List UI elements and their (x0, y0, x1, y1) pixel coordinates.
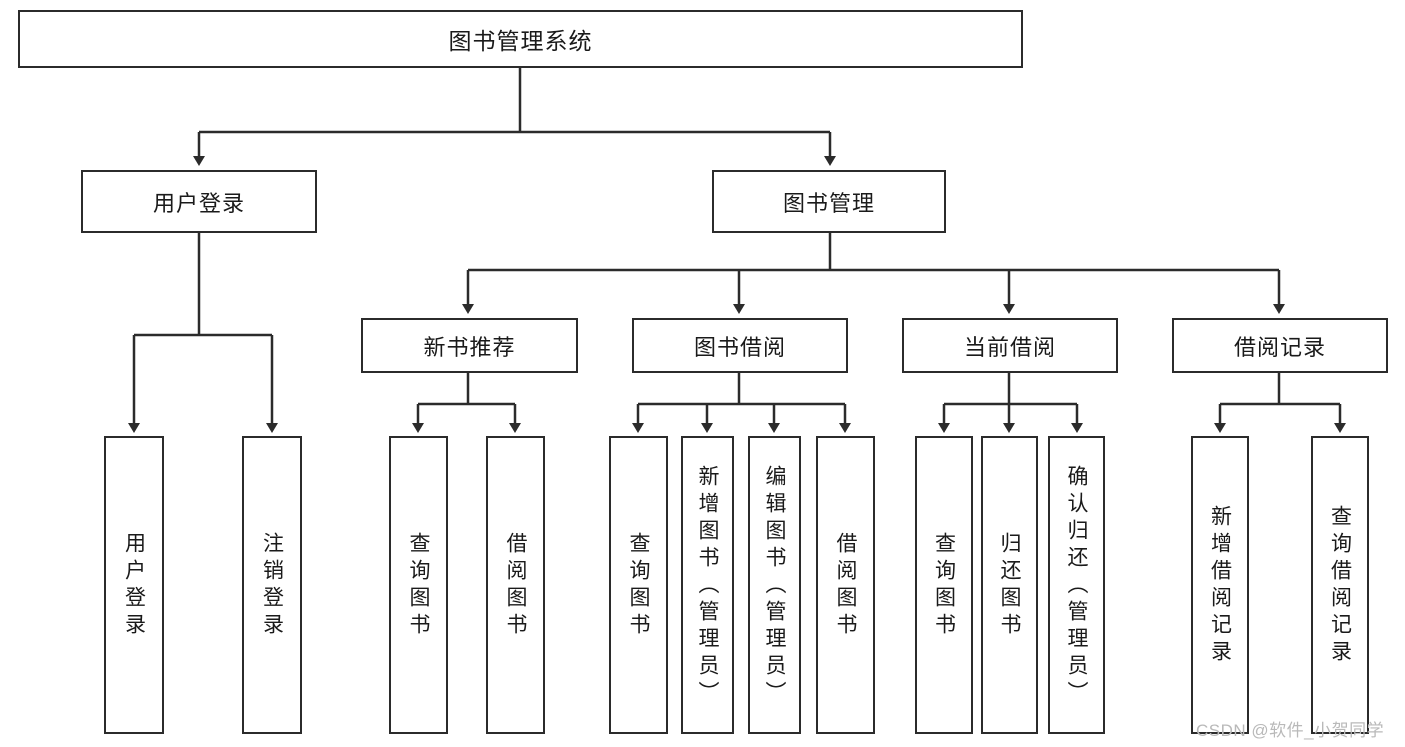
node-new-book-recommend[interactable]: 新书推荐 (361, 318, 578, 373)
node-label: 借阅图书 (834, 532, 857, 640)
node-label: 借阅记录 (1233, 334, 1326, 360)
node-label: 编辑图书（管理员） (763, 464, 786, 708)
node-leaf-user-login[interactable]: 用户登录 (104, 436, 164, 734)
node-label: 查询图书 (627, 532, 650, 640)
node-leaf-add-borrow-record[interactable]: 新增借阅记录 (1191, 436, 1249, 734)
node-leaf-confirm-return[interactable]: 确认归还（管理员） (1048, 436, 1105, 734)
node-book-borrow[interactable]: 图书借阅 (632, 318, 848, 373)
node-leaf-query-book-1[interactable]: 查询图书 (389, 436, 448, 734)
node-label: 用户登录 (152, 190, 245, 216)
node-label: 当前借阅 (963, 334, 1056, 360)
node-label: 新书推荐 (423, 334, 516, 360)
node-label: 新增借阅记录 (1208, 505, 1232, 667)
node-leaf-return-book[interactable]: 归还图书 (981, 436, 1038, 734)
node-label: 注销登录 (260, 532, 284, 640)
node-leaf-edit-book[interactable]: 编辑图书（管理员） (748, 436, 801, 734)
node-label: 图书借阅 (693, 334, 786, 360)
node-label: 查询图书 (932, 532, 956, 640)
node-leaf-add-book[interactable]: 新增图书（管理员） (681, 436, 734, 734)
node-label: 查询借阅记录 (1328, 505, 1352, 667)
node-label: 图书管理 (782, 190, 875, 216)
node-label: 归还图书 (998, 532, 1021, 640)
node-label: 用户登录 (122, 532, 146, 640)
node-leaf-logout-login[interactable]: 注销登录 (242, 436, 302, 734)
node-leaf-query-book-2[interactable]: 查询图书 (609, 436, 668, 734)
node-current-borrow[interactable]: 当前借阅 (902, 318, 1118, 373)
node-user-login[interactable]: 用户登录 (81, 170, 317, 233)
node-label: 新增图书（管理员） (696, 464, 719, 708)
node-label: 图书管理系统 (448, 28, 593, 54)
node-label: 查询图书 (407, 532, 430, 640)
node-leaf-query-book-3[interactable]: 查询图书 (915, 436, 973, 734)
node-book-management[interactable]: 图书管理 (712, 170, 946, 233)
node-leaf-borrow-book-2[interactable]: 借阅图书 (816, 436, 875, 734)
node-leaf-query-borrow-record[interactable]: 查询借阅记录 (1311, 436, 1369, 734)
csdn-watermark: CSDN @软件_小贺同学 (1196, 721, 1385, 740)
node-book-management-system[interactable]: 图书管理系统 (18, 10, 1023, 68)
node-label: 借阅图书 (504, 532, 527, 640)
node-label: 确认归还（管理员） (1065, 464, 1088, 708)
node-borrow-record[interactable]: 借阅记录 (1172, 318, 1388, 373)
node-leaf-borrow-book-1[interactable]: 借阅图书 (486, 436, 545, 734)
